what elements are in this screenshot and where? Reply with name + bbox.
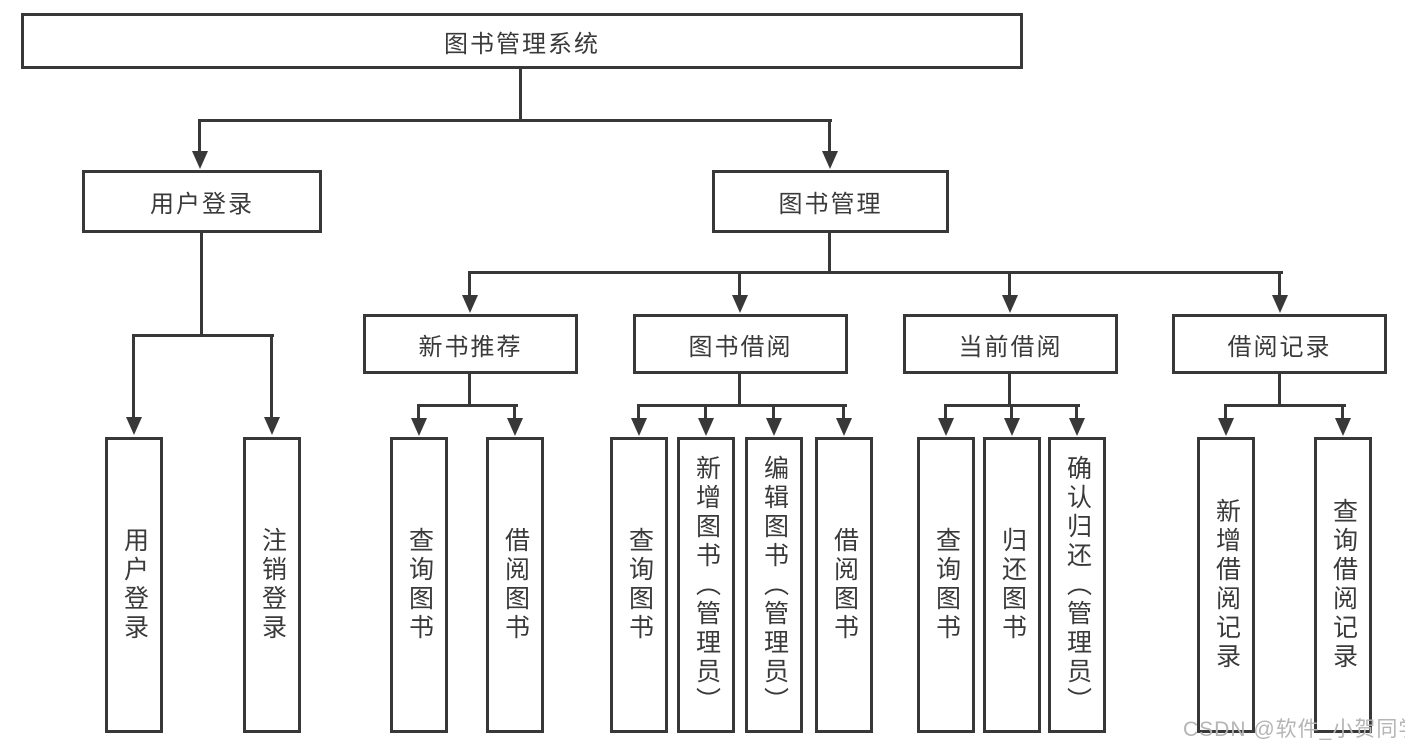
connector-br-stem <box>1278 374 1281 407</box>
connector-bb-stem <box>738 374 741 407</box>
arrowhead-book-management <box>822 151 838 169</box>
connector-cb-drop-2 <box>1010 404 1013 420</box>
connector-bb-drop-4 <box>842 404 845 420</box>
arrowhead-new-book-recommendation <box>462 295 478 313</box>
connector-nbr-drop-2 <box>513 404 516 420</box>
node-borrowing-records: 借阅记录 <box>1172 314 1387 374</box>
arrowhead-cb-return-books <box>1004 418 1020 436</box>
arrowhead-user-login <box>192 151 208 169</box>
leaf-logout: 注销登录 <box>243 437 301 733</box>
connector-br-drop-1 <box>1224 404 1227 420</box>
arrowhead-leaf-logout <box>264 417 280 435</box>
connector-bm-drop-4 <box>1278 271 1281 297</box>
node-book-borrowing: 图书借阅 <box>633 314 848 374</box>
connector-bb-drop-1 <box>637 404 640 420</box>
connector-nbr-drop-1 <box>417 404 420 420</box>
arrowhead-current-borrowing <box>1002 295 1018 313</box>
leaf-cb-confirm-return-admin: 确认归还（管理员） <box>1048 437 1106 733</box>
leaf-bb-borrow-books: 借阅图书 <box>815 437 873 733</box>
leaf-cb-return-books: 归还图书 <box>983 437 1041 733</box>
arrowhead-bb-query-books <box>631 418 647 436</box>
arrowhead-br-add-record <box>1218 418 1234 436</box>
leaf-nbr-query-books: 查询图书 <box>390 437 448 733</box>
connector-user-login-drop-1 <box>132 334 135 419</box>
connector-nbr-branch <box>417 404 518 407</box>
leaf-bb-query-books: 查询图书 <box>610 437 668 733</box>
node-library-management-system: 图书管理系统 <box>21 13 1023 69</box>
connector-user-login-drop-2 <box>270 334 273 419</box>
connector-bb-drop-3 <box>772 404 775 420</box>
connector-bb-branch <box>637 404 847 407</box>
connector-book-management-stem <box>828 233 831 274</box>
arrowhead-bb-edit-books <box>766 418 782 436</box>
arrowhead-nbr-borrow-books <box>507 418 523 436</box>
arrowhead-cb-query-books <box>938 418 954 436</box>
connector-bm-drop-2 <box>738 271 741 297</box>
connector-root-drop-left <box>198 119 201 153</box>
arrowhead-cb-confirm-return <box>1069 418 1085 436</box>
leaf-bb-edit-books-admin: 编辑图书（管理员） <box>745 437 803 733</box>
arrowhead-bb-borrow-books <box>836 418 852 436</box>
node-user-login: 用户登录 <box>82 170 322 233</box>
connector-user-login-stem <box>200 233 203 335</box>
arrowhead-borrowing-records <box>1272 295 1288 313</box>
connector-cb-stem <box>1008 374 1011 407</box>
leaf-cb-query-books: 查询图书 <box>917 437 975 733</box>
leaf-br-query-borrow-record: 查询借阅记录 <box>1314 437 1372 733</box>
csdn-watermark: CSDN @软件_小贺同学 <box>1183 718 1405 741</box>
arrowhead-nbr-query-books <box>411 418 427 436</box>
node-current-borrowing: 当前借阅 <box>903 314 1118 374</box>
connector-bb-drop-2 <box>704 404 707 420</box>
arrowhead-leaf-user-login <box>126 417 142 435</box>
leaf-nbr-borrow-books: 借阅图书 <box>486 437 544 733</box>
connector-user-login-branch <box>132 334 274 337</box>
arrowhead-bb-add-books <box>698 418 714 436</box>
node-new-book-recommendation: 新书推荐 <box>363 314 578 374</box>
connector-br-branch <box>1224 404 1346 407</box>
arrowhead-br-query-record <box>1335 418 1351 436</box>
leaf-bb-add-books-admin: 新增图书（管理员） <box>677 437 735 733</box>
connector-root-drop-right <box>828 119 831 153</box>
connector-cb-drop-3 <box>1075 404 1078 420</box>
leaf-user-login: 用户登录 <box>105 437 163 733</box>
node-book-management: 图书管理 <box>712 170 949 233</box>
connector-nbr-stem <box>468 374 471 407</box>
connector-root-branch <box>198 119 832 122</box>
connector-bm-drop-3 <box>1008 271 1011 297</box>
connector-cb-drop-1 <box>944 404 947 420</box>
connector-book-management-branch <box>468 271 1283 274</box>
arrowhead-book-borrowing <box>732 295 748 313</box>
connector-br-drop-2 <box>1341 404 1344 420</box>
leaf-br-add-borrow-record: 新增借阅记录 <box>1197 437 1255 733</box>
connector-bm-drop-1 <box>468 271 471 297</box>
connector-root-stem <box>519 69 522 120</box>
